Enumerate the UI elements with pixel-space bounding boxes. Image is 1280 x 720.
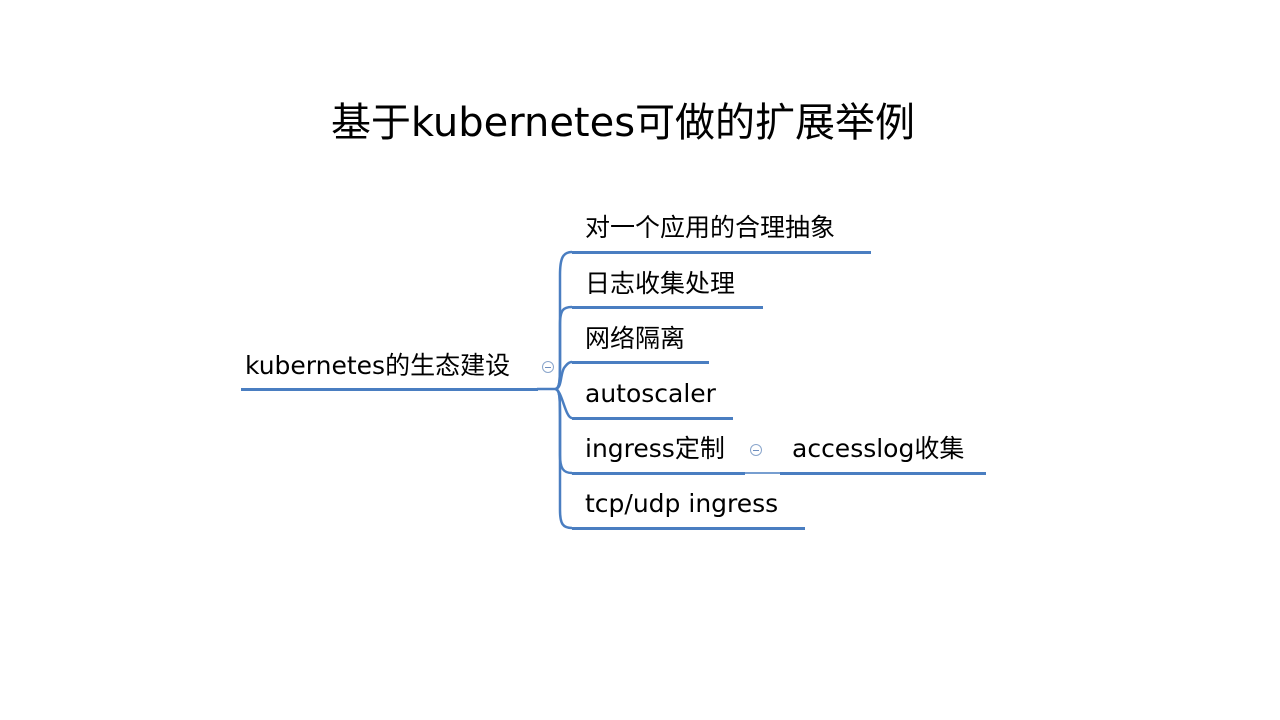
root-node[interactable]: kubernetes的生态建设 (245, 351, 511, 380)
slide-title: 基于kubernetes可做的扩展举例 (330, 100, 916, 146)
branch-node[interactable]: 日志收集处理 (585, 269, 736, 298)
branch-node[interactable]: ingress定制 (585, 434, 725, 463)
branch-underline (572, 251, 871, 254)
branch-underline (572, 306, 763, 309)
connector-branch-6 (554, 387, 573, 530)
root-underline (241, 388, 538, 391)
connector-branch-2 (554, 305, 573, 391)
branch-underline (572, 417, 733, 420)
connector-branch-3 (554, 360, 573, 391)
branch-node[interactable]: autoscaler (585, 379, 716, 408)
branch-underline (572, 527, 805, 530)
connector-branch-4 (554, 387, 573, 420)
branch-node[interactable]: tcp/udp ingress (585, 489, 779, 518)
collapse-icon[interactable] (542, 361, 554, 373)
branch-underline (572, 472, 745, 475)
branch-node[interactable]: 对一个应用的合理抽象 (585, 213, 836, 242)
branch-underline (572, 361, 709, 364)
sub-branch-node[interactable]: accesslog收集 (792, 434, 965, 463)
collapse-icon[interactable] (750, 444, 762, 456)
branch-node[interactable]: 网络隔离 (585, 324, 686, 353)
sub-branch-underline (780, 472, 986, 475)
